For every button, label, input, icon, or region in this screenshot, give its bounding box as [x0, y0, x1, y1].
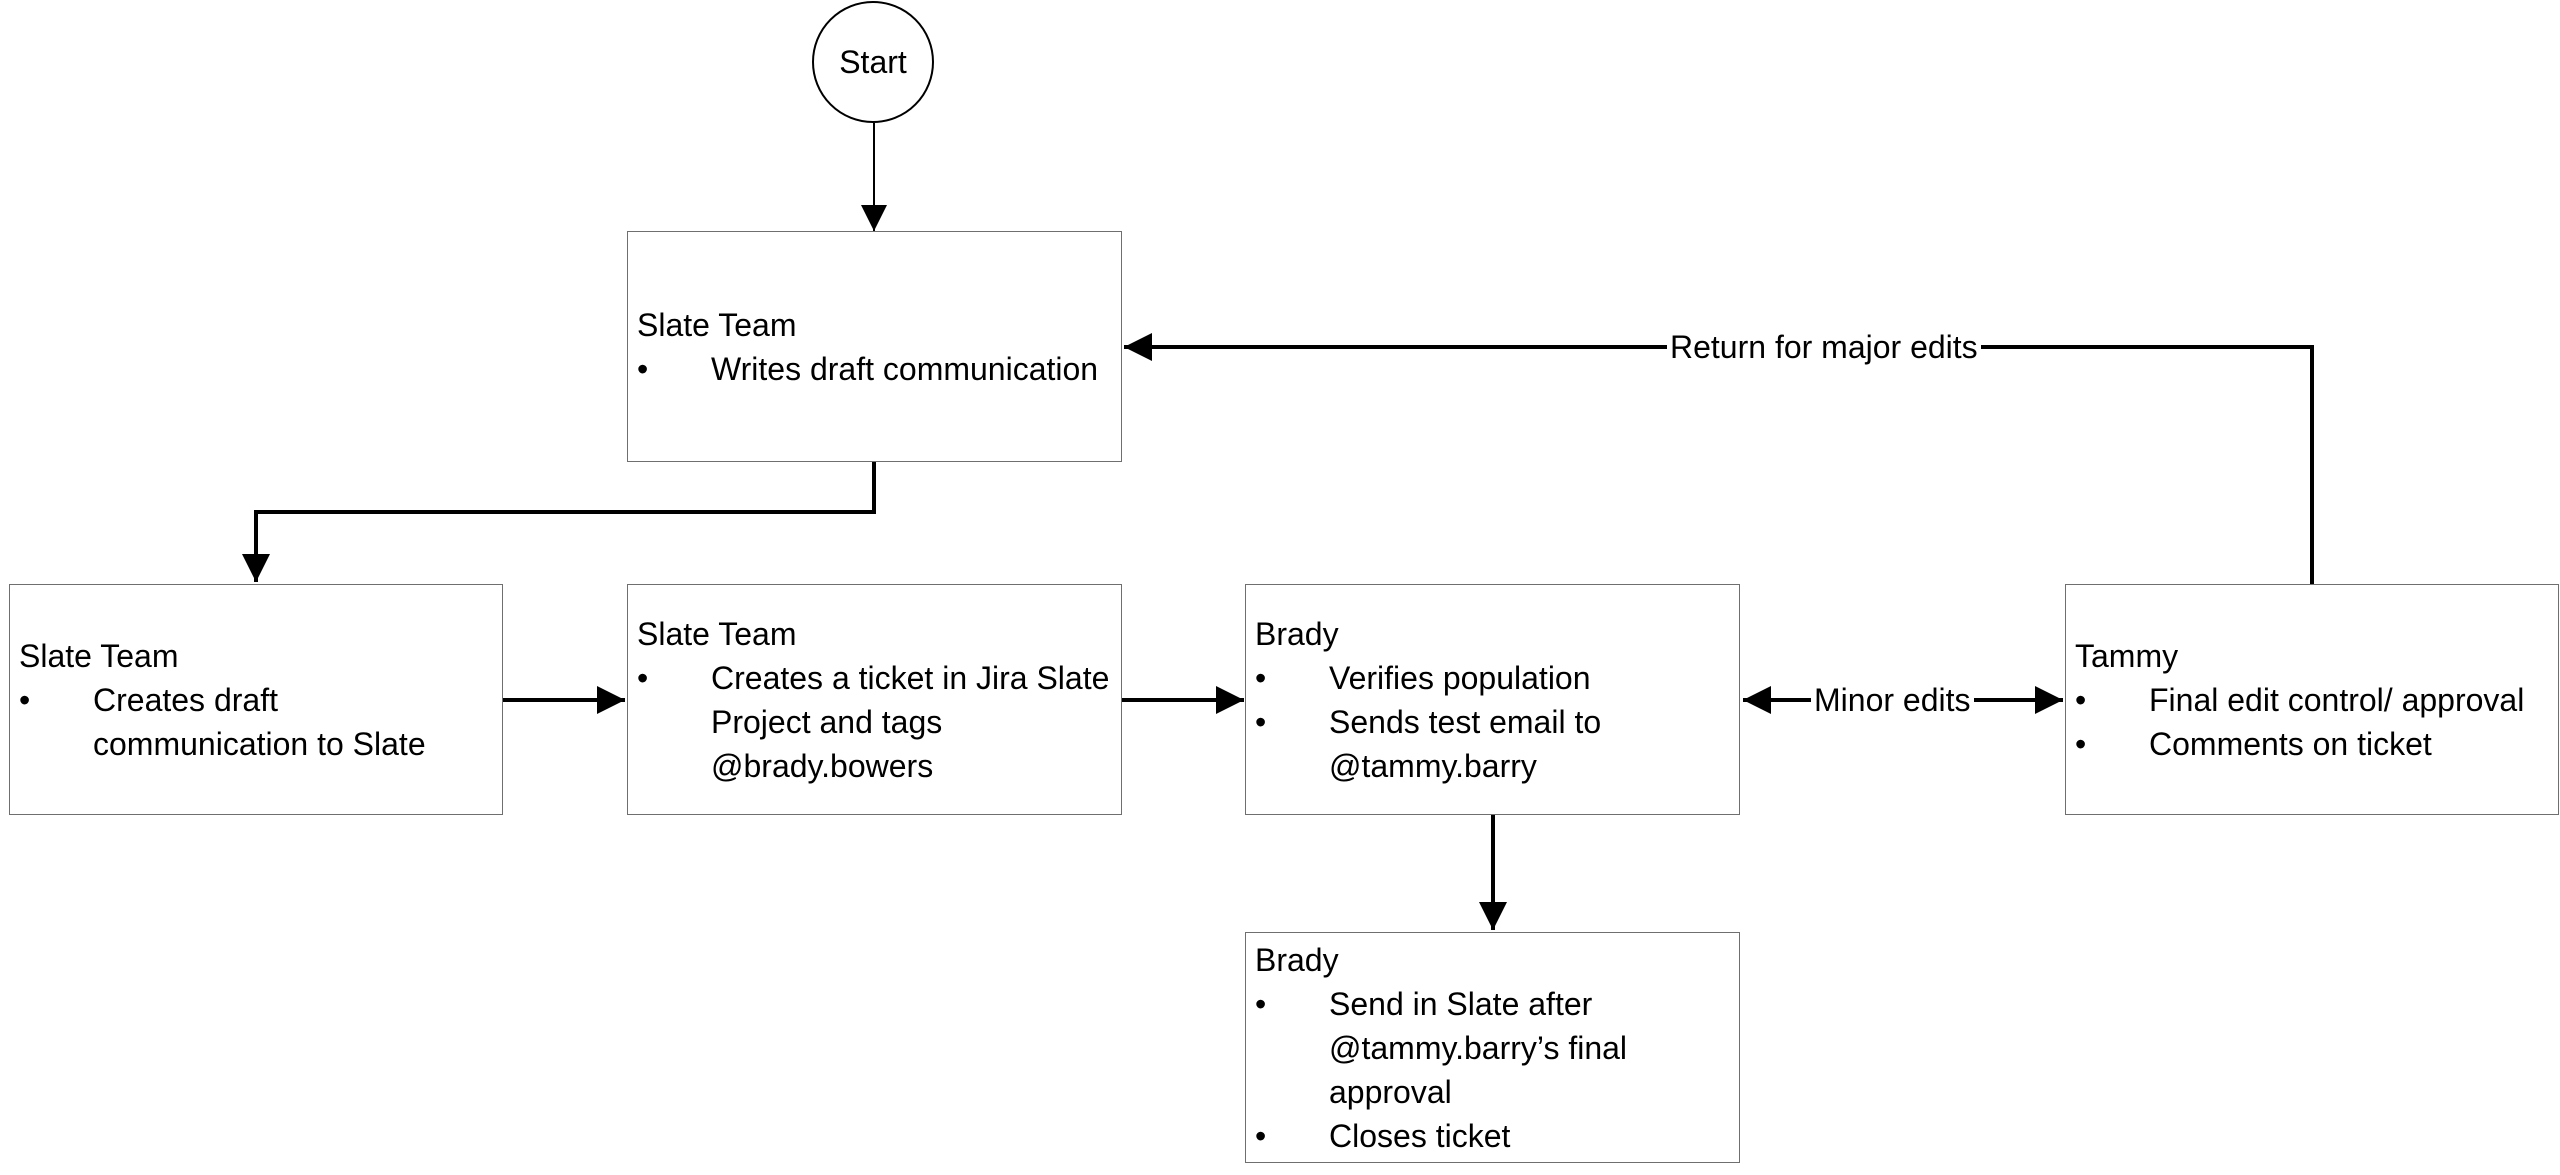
minor-edits-label: Minor edits: [1811, 680, 1974, 720]
node-title: Slate Team: [19, 637, 179, 674]
node-bullet-list: Verifies population Sends test email to …: [1255, 656, 1730, 788]
node-title: Brady: [1255, 615, 1339, 652]
slate-ticket-node: Slate Team Creates a ticket in Jira Slat…: [627, 584, 1122, 815]
node-title: Slate Team: [637, 306, 797, 343]
bullet-item: Comments on ticket: [2075, 722, 2549, 766]
tammy-node: Tammy Final edit control/ approval Comme…: [2065, 584, 2559, 815]
return-major-edits-label: Return for major edits: [1667, 327, 1981, 367]
brady-send-node: Brady Send in Slate after @tammy.barry’s…: [1245, 932, 1740, 1163]
node-bullet-list: Writes draft communication: [637, 347, 1112, 391]
node-title: Brady: [1255, 941, 1339, 978]
slate-writes-node: Slate Team Writes draft communication: [627, 231, 1122, 462]
bullet-item: Send in Slate after @tammy.barry’s final…: [1255, 982, 1730, 1114]
start-label: Start: [839, 43, 907, 80]
node-bullet-list: Final edit control/ approval Comments on…: [2075, 678, 2549, 766]
bullet-item: Final edit control/ approval: [2075, 678, 2549, 722]
node-bullet-list: Creates draft communication to Slate: [19, 678, 493, 766]
bullet-item: Sends test email to @tammy.barry: [1255, 700, 1730, 788]
slate-creates-node: Slate Team Creates draft communication t…: [9, 584, 503, 815]
bullet-item: Writes draft communication: [637, 347, 1112, 391]
node-bullet-list: Creates a ticket in Jira Slate Project a…: [637, 656, 1112, 788]
node-bullet-list: Send in Slate after @tammy.barry’s final…: [1255, 982, 1730, 1158]
bullet-item: Closes ticket: [1255, 1114, 1730, 1158]
tammy-return-major-edits-arrow: [1124, 333, 2314, 584]
bullet-item: Creates a ticket in Jira Slate Project a…: [637, 656, 1112, 788]
writes-to-creates-arrow: [242, 462, 876, 582]
bullet-item: Verifies population: [1255, 656, 1730, 700]
start-node: Start: [812, 1, 934, 123]
node-title: Slate Team: [637, 615, 797, 652]
node-title: Tammy: [2075, 637, 2179, 674]
bullet-item: Creates draft communication to Slate: [19, 678, 493, 766]
brady-verify-node: Brady Verifies population Sends test ema…: [1245, 584, 1740, 815]
